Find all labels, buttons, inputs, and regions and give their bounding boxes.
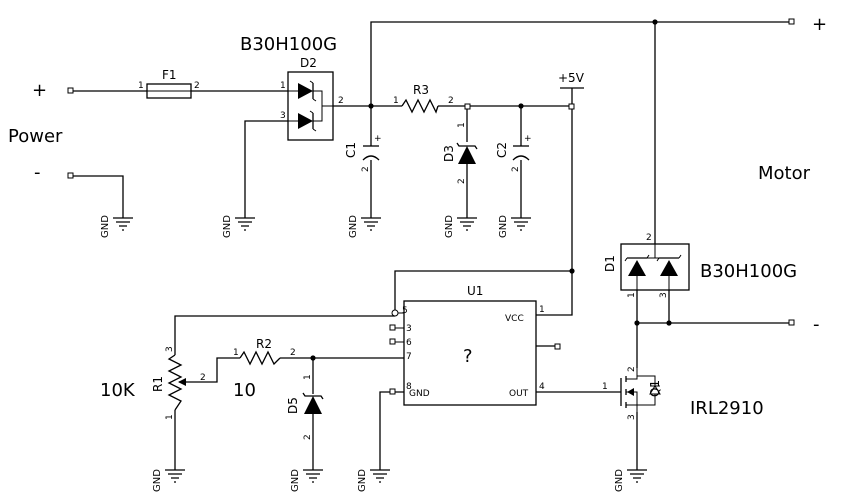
- r2-ref: R2: [256, 337, 272, 351]
- pin-number: 2: [361, 166, 371, 172]
- gnd-label: GND: [614, 469, 625, 492]
- pin-number: 1: [457, 122, 467, 128]
- u1-ref: U1: [467, 284, 483, 298]
- zener-d5: D5 1 2: [286, 374, 324, 440]
- u1-out-label: OUT: [509, 389, 529, 399]
- motor-label: Motor: [758, 163, 811, 184]
- wires: [71, 21, 791, 470]
- pin-number: 1: [393, 96, 399, 106]
- r1-value: 10K: [100, 380, 136, 401]
- q1-ref: Q1: [648, 380, 662, 397]
- d1-ref: D1: [603, 255, 617, 272]
- u1-vcc-label: VCC: [505, 314, 524, 324]
- power-plus-label: +: [32, 80, 47, 101]
- gnd-label: GND: [348, 215, 359, 238]
- pin-number: 2: [448, 96, 454, 106]
- gnd-label: GND: [498, 215, 509, 238]
- pin-number: 3: [165, 346, 175, 352]
- gnd-label: GND: [100, 215, 111, 238]
- gnd-label: GND: [357, 469, 368, 492]
- c1-ref: C1: [344, 142, 358, 158]
- ground-symbol: [303, 469, 323, 483]
- c1-plus: +: [374, 134, 382, 144]
- pin-number: 4: [539, 382, 545, 392]
- pin-number: 1: [539, 305, 545, 315]
- pin-number: 3: [659, 292, 669, 298]
- pin-number: 1: [280, 81, 286, 91]
- c2-ref: C2: [495, 142, 509, 158]
- gnd-label: GND: [222, 215, 233, 238]
- pin-number: 1: [303, 374, 313, 380]
- mosfet-q1: Q1 IRL2910 1 2 3: [602, 366, 764, 420]
- ground-symbol: [370, 469, 390, 483]
- ground-symbols: [113, 217, 647, 483]
- gnd-label: GND: [290, 469, 301, 492]
- ground-symbol: [457, 217, 477, 231]
- pin-number: 1: [627, 292, 637, 298]
- pin-number: 1: [233, 348, 239, 358]
- fuse-f1: F1 1 2: [138, 68, 200, 99]
- pin-number: 5: [402, 306, 408, 316]
- r1-ref: R1: [151, 376, 165, 392]
- c2-plus: +: [524, 134, 532, 144]
- ground-symbol: [165, 469, 185, 483]
- vcc-5v-label: +5V: [558, 71, 585, 85]
- pin-number: 2: [290, 348, 296, 358]
- power-minus-label: -: [34, 162, 41, 183]
- terminals: [67, 18, 795, 395]
- motor-plus-label: +: [812, 14, 827, 35]
- d2-part: B30H100G: [240, 34, 337, 55]
- pin-number: 2: [194, 81, 200, 91]
- ground-symbol: [113, 217, 133, 231]
- capacitor-c2: C2 + 2: [495, 134, 532, 172]
- resistor-r2: R2 10 1 2: [233, 337, 296, 401]
- ground-symbol: [627, 469, 647, 483]
- pin-number: 2: [457, 178, 467, 184]
- pin-number: 8: [406, 382, 412, 392]
- motor-minus-label: -: [813, 314, 820, 335]
- u1-gnd-label: GND: [409, 389, 430, 399]
- pin-number: 3: [406, 324, 412, 334]
- capacitor-c1: C1 + 2: [344, 134, 382, 172]
- pin-number: 1: [138, 81, 144, 91]
- pin-number: 2: [338, 96, 344, 106]
- gnd-label: GND: [444, 215, 455, 238]
- pin-number: 2: [303, 434, 313, 440]
- pin-number: 2: [646, 233, 652, 243]
- pin-number: 2: [627, 366, 637, 372]
- vcc-5v-symbol: +5V: [558, 71, 585, 89]
- d2-ref: D2: [300, 56, 317, 70]
- d1-part: B30H100G: [700, 261, 797, 282]
- diode-d2: D2 B30H100G 1 3 2: [240, 34, 344, 141]
- pin-number: 7: [406, 352, 412, 362]
- resistor-r3: R3 1 2: [393, 83, 454, 114]
- r2-value: 10: [233, 380, 256, 401]
- pin-number: 2: [200, 373, 206, 383]
- f1-ref: F1: [162, 68, 177, 82]
- ground-symbol: [235, 217, 255, 231]
- gnd-label: GND: [152, 469, 163, 492]
- ic-u1: U1 ? VCC GND OUT 1 4 5 3 6 7 8: [391, 284, 545, 406]
- pin-number: 1: [165, 414, 175, 420]
- r3-ref: R3: [413, 83, 429, 97]
- d3-ref: D3: [442, 145, 456, 162]
- junctions: [310, 19, 672, 361]
- zener-d3: D3 1 2: [442, 122, 478, 184]
- pin-number: 6: [406, 338, 412, 348]
- ground-symbol: [361, 217, 381, 231]
- diode-d1: D1 B30H100G 2 1 3: [603, 233, 797, 298]
- power-label: Power: [8, 126, 63, 147]
- ground-labels: GND GND GND GND GND GND GND GND GND: [100, 215, 625, 492]
- pin-number: 3: [627, 414, 637, 420]
- q1-part: IRL2910: [690, 398, 764, 419]
- pin-number: 1: [602, 382, 608, 392]
- potentiometer-r1: R1 10K 3 1 2: [100, 346, 206, 420]
- pin-number: 2: [511, 166, 521, 172]
- pin-number: 3: [280, 111, 286, 121]
- d5-ref: D5: [286, 397, 300, 414]
- u1-center-label: ?: [463, 346, 473, 367]
- ground-symbol: [511, 217, 531, 231]
